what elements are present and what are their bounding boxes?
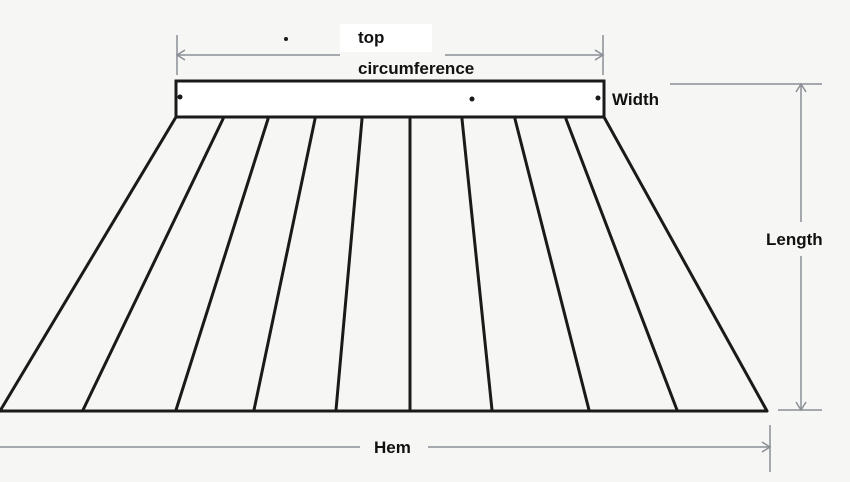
panel-line-2 [174,117,270,412]
label-backdrop [340,24,432,52]
panel-line-4 [334,117,364,412]
waistband-dot-middle [469,96,475,102]
skirt-side-left [0,115,178,413]
top-dim-arrow-left [175,49,186,61]
length-dim-arrow-bottom [795,401,807,412]
waistband-dot-right [595,95,601,101]
panel-line-3 [252,117,317,412]
top-dim-arrow-right [594,49,605,61]
length-dim-arrow-top [795,82,807,93]
top-circumference-dimension [175,35,605,75]
hem-dim-arrow-right [761,441,772,453]
stray-dot [284,37,288,41]
top-label-line1: top [358,28,385,47]
width-label: Width [612,90,660,109]
waistband-dot-left [177,94,183,100]
length-label: Length [766,230,823,249]
waistband [174,79,606,119]
panel-line-8 [564,117,679,412]
hem-label: Hem [374,438,411,457]
hem-dimension [0,425,772,472]
skirt-body [0,115,769,413]
panel-line-7 [513,117,591,412]
panel-line-6 [460,117,494,412]
length-dimension [670,82,822,412]
panel-line-1 [81,117,225,412]
top-label-line2: circumference [358,59,475,78]
skirt-side-right [602,115,769,413]
